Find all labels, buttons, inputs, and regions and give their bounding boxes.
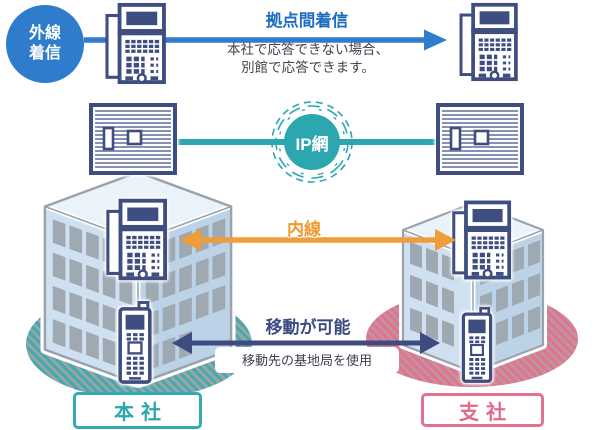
intersite-desc-line2: 別館で応答できます。: [241, 59, 375, 75]
mobility-title: 移動が可能: [265, 318, 351, 337]
desk-phone-icon: [104, 197, 168, 282]
ip-network-badge: IP網: [284, 114, 340, 170]
intersite-call-title: 拠点間着信: [265, 12, 349, 30]
cordless-phone-icon: [459, 306, 495, 384]
external-incoming-line2: 着信: [28, 45, 61, 62]
extension-label: 内線: [287, 220, 321, 239]
intersite-desc-line1: 本社で応答できない場合、: [227, 42, 389, 57]
cordless-phone-icon: [115, 300, 155, 385]
external-incoming-line1: 外線: [28, 25, 61, 42]
intersite-call-description: 本社で応答できない場合、 別館で応答できます。: [202, 41, 414, 76]
external-incoming-badge: 外線 着信: [6, 5, 84, 83]
pbx-unit-icon: [436, 103, 524, 175]
sketch-rings-icon: [271, 101, 353, 183]
desk-phone-icon: [450, 199, 512, 281]
headquarters-label: 本社: [73, 392, 202, 429]
desk-phone-icon: [456, 2, 520, 82]
ip-network-label: IP網: [295, 134, 329, 154]
pbx-unit-icon: [89, 103, 177, 175]
mobility-note: 移動先の基地局を使用: [217, 349, 397, 371]
branch-label: 支社: [421, 393, 544, 427]
mobility-arrow: [172, 332, 440, 354]
desk-phone-icon: [102, 2, 168, 85]
extension-arrow: [180, 229, 456, 251]
